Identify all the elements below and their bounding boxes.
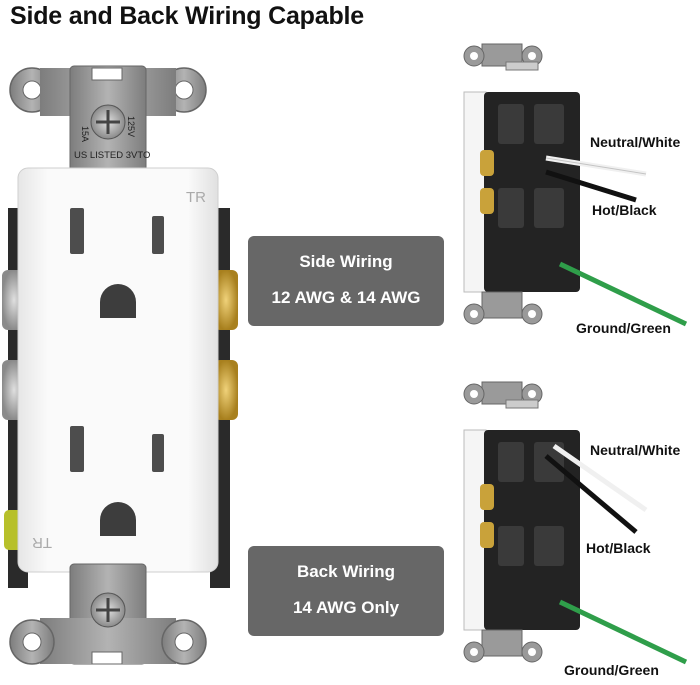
back-neutral-wire [552,443,648,513]
side-hot-label: Hot/Black [592,202,657,218]
side-hot-wire [545,169,637,203]
back-wiring-gauge: 14 AWG Only [292,598,400,617]
back-wiring-callout: Back Wiring 14 AWG Only [248,546,444,636]
side-wiring-title: Side Wiring [299,252,393,271]
rating-volts: 125V [126,116,136,137]
top-mounting-screw [90,104,126,140]
page-title: Side and Back Wiring Capable [10,2,364,30]
back-wiring-diagram: Neutral/White Hot/Black Ground/Green [450,376,700,678]
back-hot-wire [544,454,638,534]
back-diagram-bottom-strap [463,629,543,663]
side-diagram-brass-screws [480,150,494,214]
back-wiring-title: Back Wiring [296,562,396,581]
back-ground-label: Ground/Green [564,662,659,678]
back-diagram-brass-screws [480,484,494,548]
side-diagram-bottom-strap [463,291,543,325]
listing-mark: US LISTED 3VTO [74,150,150,161]
back-ground-wire [558,599,688,665]
side-diagram-top-strap [463,43,543,71]
side-neutral-label: Neutral/White [590,134,681,150]
outlet-front-view: 15A 125V US LISTED 3VTO TR TR [0,40,250,680]
back-diagram-body-detail [498,442,564,566]
lower-receptacle [70,426,164,536]
side-wiring-gauge: 12 AWG & 14 AWG [271,288,421,307]
side-ground-wire [558,261,688,327]
side-wiring-callout: Side Wiring 12 AWG & 14 AWG [248,236,444,326]
back-neutral-label: Neutral/White [590,442,681,458]
back-diagram-top-strap [463,381,543,409]
back-hot-label: Hot/Black [586,540,651,556]
side-diagram-body-detail [498,104,564,228]
tr-mark-bottom: TR [32,534,52,551]
tr-mark-top: TR [186,189,206,206]
rating-amps: 15A [80,126,90,142]
side-wiring-diagram: Neutral/White Hot/Black Ground/Green [450,38,700,338]
upper-receptacle [70,208,164,318]
bottom-mounting-screw [90,592,126,628]
bottom-mounting-strap [9,563,207,665]
side-ground-label: Ground/Green [576,320,671,336]
